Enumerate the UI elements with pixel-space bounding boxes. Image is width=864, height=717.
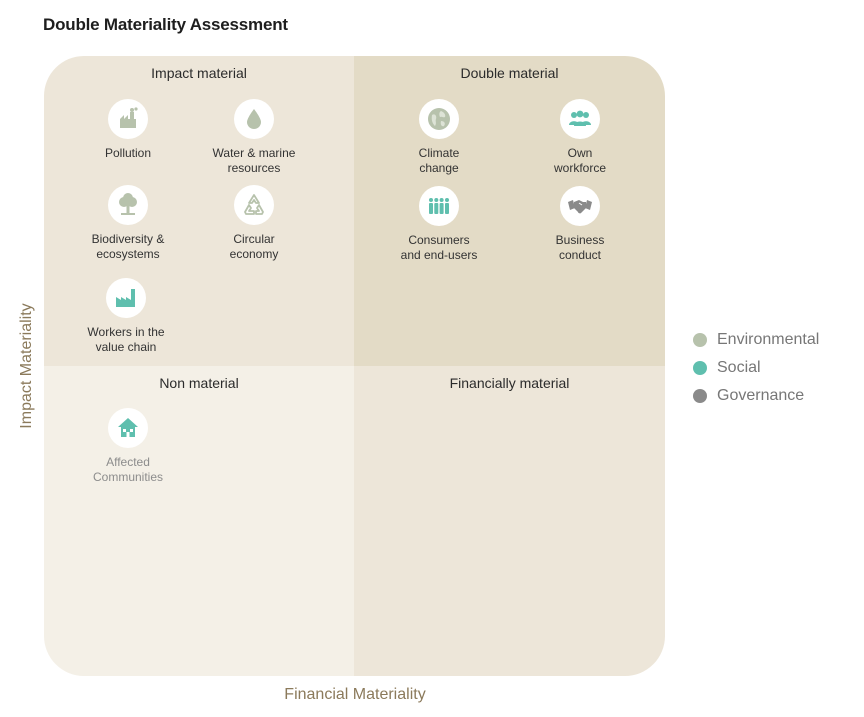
topic-water-marine-resources: Water & marine resources [194, 99, 314, 176]
factory-pollution-icon [108, 99, 148, 139]
topic-consumers-end-users: Consumers and end-users [379, 186, 499, 263]
topic-label: Biodiversity & ecosystems [91, 232, 165, 261]
people-group-icon [560, 99, 600, 139]
quadrant-double-material: Double material Climate change [354, 56, 665, 366]
quadrant-title-impact-material: Impact material [151, 65, 247, 81]
topic-label: Climate change [418, 146, 460, 175]
topic-label: Business conduct [555, 233, 605, 262]
legend-swatch-social [693, 361, 707, 375]
globe-icon [419, 99, 459, 139]
recycle-icon [234, 185, 274, 225]
topic-pollution: Pollution [68, 99, 188, 161]
topic-own-workforce: Own workforce [520, 99, 640, 176]
y-axis-label: Impact Materiality [18, 303, 35, 429]
topic-label: Pollution [104, 146, 152, 160]
topic-biodiversity-ecosystems: Biodiversity & ecosystems [68, 185, 188, 262]
topic-affected-communities: Affected Communities [68, 408, 188, 485]
quadrant-title-financially-material: Financially material [449, 375, 570, 391]
quadrant-title-non-material: Non material [159, 375, 239, 391]
topic-label: Affected Communities [92, 455, 164, 484]
page-title: Double Materiality Assessment [43, 15, 288, 34]
topic-business-conduct: Business conduct [520, 186, 640, 263]
legend-item-governance: Governance [693, 382, 819, 410]
quadrant-title-double-material: Double material [460, 65, 559, 81]
x-axis-label: Financial Materiality [284, 686, 426, 703]
tree-icon [108, 185, 148, 225]
water-drop-icon [234, 99, 274, 139]
quadrant-non-material: Non material Affected Communities [44, 366, 354, 676]
legend-label: Environmental [717, 331, 820, 348]
topic-label: Water & marine resources [212, 146, 296, 175]
house-icon [108, 408, 148, 448]
legend: Environmental Social Governance [693, 326, 819, 410]
materiality-matrix: Impact material Pollution Water & marine [44, 56, 665, 676]
topic-label: Consumers and end-users [400, 233, 478, 262]
topic-label: Circular economy [229, 232, 279, 261]
legend-item-environmental: Environmental [693, 326, 819, 354]
topic-circular-economy: Circular economy [194, 185, 314, 262]
topic-label: Own workforce [553, 146, 606, 175]
handshake-icon [560, 186, 600, 226]
legend-swatch-governance [693, 389, 707, 403]
legend-label: Social [717, 359, 761, 376]
factory-icon [106, 278, 146, 318]
legend-label: Governance [717, 387, 805, 404]
topic-workers-value-chain: Workers in the value chain [66, 278, 186, 355]
quadrant-financially-material: Financially material [354, 366, 665, 676]
people-row-icon [419, 186, 459, 226]
topic-climate-change: Climate change [379, 99, 499, 176]
legend-item-social: Social [693, 354, 819, 382]
legend-swatch-environmental [693, 333, 707, 347]
topic-label: Workers in the value chain [87, 325, 165, 354]
quadrant-impact-material: Impact material Pollution Water & marine [44, 56, 354, 366]
